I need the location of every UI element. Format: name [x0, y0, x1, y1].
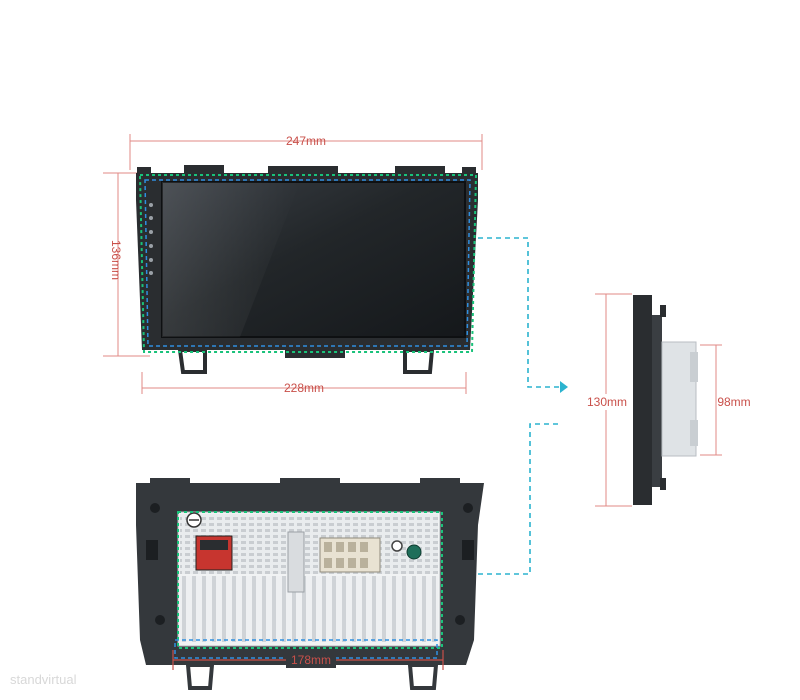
dim-label-front-height: 136mm — [109, 240, 123, 280]
front-outline-green — [138, 174, 478, 353]
arrow-right-icon — [560, 381, 568, 393]
gps-button-icon — [149, 271, 153, 275]
watermark: standvirtual — [10, 672, 77, 687]
dim-label-front-width-bottom: 228mm — [284, 381, 324, 395]
side-buttons — [149, 203, 153, 275]
guide-connectors — [478, 237, 568, 575]
antenna-port-icon — [391, 540, 403, 552]
side-front-plate — [633, 295, 652, 505]
power-button-icon — [149, 203, 153, 207]
dim-label-side-height-inner: 98mm — [717, 395, 750, 409]
dim-label-side-height-outer: 130mm — [587, 395, 627, 409]
dim-label-front-width-top: 247mm — [286, 134, 326, 148]
front-view: 247mm 136mm — [103, 134, 483, 395]
side-view: 130mm 98mm — [587, 293, 751, 507]
volume-down-icon — [149, 258, 153, 262]
guide-line-back — [478, 423, 560, 575]
front-outline-blue — [144, 179, 471, 347]
gps-port-icon — [406, 544, 422, 560]
home-button-icon — [149, 216, 153, 220]
guide-line-front — [478, 237, 560, 388]
volume-up-icon — [149, 244, 153, 248]
back-view: 178mm — [136, 478, 484, 690]
back-outline-green — [177, 511, 443, 649]
back-button-icon — [149, 230, 153, 234]
dim-label-back-width: 178mm — [291, 653, 331, 667]
